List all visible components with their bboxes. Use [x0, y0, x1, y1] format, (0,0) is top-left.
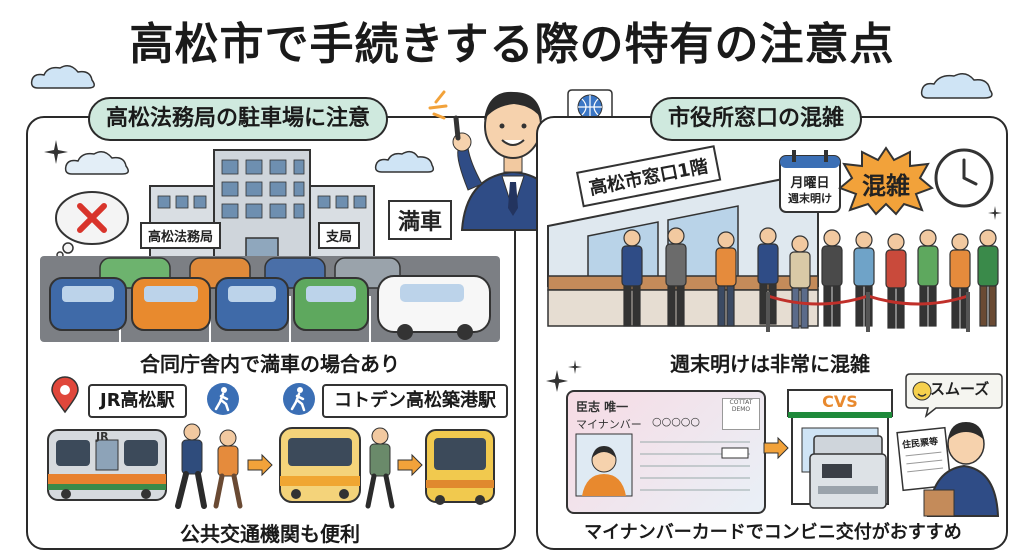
sparkle-icon — [568, 360, 582, 374]
sparkle-icon — [546, 370, 568, 392]
calendar-note: 週末明け — [788, 192, 832, 205]
jr-badge: JR — [96, 430, 109, 443]
arrow-icon — [247, 453, 273, 477]
jr-station-label: JR高松駅 — [88, 384, 187, 418]
calendar-day: 月曜日 — [790, 176, 830, 191]
walking-icon — [207, 383, 239, 415]
cloud-icon — [374, 150, 435, 173]
location-pin-icon — [51, 376, 79, 414]
card-photo — [575, 433, 633, 497]
card-name: 臣志 唯一 — [576, 400, 629, 414]
card-number-label: マイナンバー — [576, 418, 642, 431]
walking-person — [365, 427, 395, 509]
page-title: 高松市で手続きする際の特有の注意点 — [129, 19, 895, 70]
document-icon — [896, 426, 952, 492]
highlight-lines-icon — [428, 90, 448, 120]
kotoden-train — [279, 427, 361, 503]
legal-bureau-sign: 高松法務局 — [140, 222, 222, 249]
kotoden-station-label: コトデン高松築港駅 — [322, 384, 508, 418]
my-number-card: 臣志 唯一 マイナンバー ○○○○○ COTTAT DEMO — [566, 390, 766, 514]
no-parking-bubble-icon — [55, 191, 129, 259]
customer-person — [923, 422, 1000, 517]
crowded-burst-icon — [838, 146, 934, 216]
branch-sign: 支局 — [318, 222, 361, 249]
city-office-header: 市役所窓口の混雑 — [650, 97, 863, 141]
government-building — [149, 149, 375, 271]
bus — [425, 429, 495, 505]
cvs-sign: CVS — [822, 392, 858, 411]
multifunction-printer — [809, 435, 887, 509]
cvs-caption: マイナンバーカードでコンビニ交付がおすすめ — [584, 522, 962, 543]
speech-bubble-icon — [905, 373, 1003, 418]
crowded-badge: 混雑 — [862, 172, 910, 200]
arrow-icon — [763, 436, 789, 460]
card-text-lines — [640, 441, 750, 491]
card-number-dots: ○○○○○ — [652, 415, 700, 428]
cloud-icon — [30, 65, 95, 89]
queue-caption: 週末明けは非常に混雑 — [670, 352, 870, 376]
walking-person — [175, 423, 207, 509]
parking-full-sign: 満車 — [388, 200, 453, 240]
transit-caption: 公共交通機関も便利 — [180, 522, 360, 546]
parking-header: 高松法務局の駐車場に注意 — [88, 97, 389, 141]
calendar-icon — [779, 150, 841, 213]
cloud-icon — [64, 151, 129, 175]
waiting-queue — [621, 227, 999, 332]
clock-icon — [934, 148, 994, 208]
arrow-icon — [397, 453, 423, 477]
card-logo: COTTAT DEMO — [722, 398, 760, 430]
jr-train — [47, 429, 167, 501]
parking-caption: 合同庁舎内で満車の場合あり — [140, 352, 400, 376]
parking-lot — [40, 256, 500, 342]
smooth-speech: スムーズ — [930, 380, 990, 398]
walking-person — [213, 429, 243, 509]
walking-icon — [283, 383, 315, 415]
sparkle-icon — [988, 206, 1002, 220]
sparkle-icon — [44, 140, 68, 164]
cloud-icon — [920, 73, 993, 99]
